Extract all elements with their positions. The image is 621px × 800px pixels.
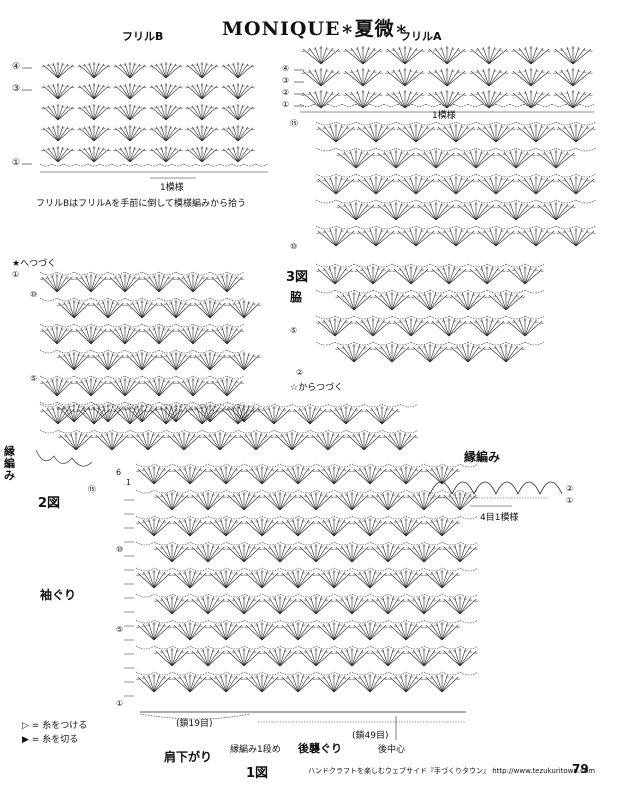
frill-a-chart xyxy=(299,46,595,113)
legend-cut-text: = 糸を切る xyxy=(31,735,79,745)
figure-1-row-10: ⑩ xyxy=(116,545,124,554)
legend-item-attach: ▷ = 糸をつける xyxy=(22,718,87,731)
legend-cut-symbol: ▶ xyxy=(22,735,29,745)
back-neck-label: 後襲ぐり xyxy=(298,742,342,755)
edging-row-2: ② xyxy=(566,484,574,493)
frill-a-row-4: ④ xyxy=(282,64,290,73)
figure-2-top-row: ① xyxy=(12,270,20,279)
chart-annotations xyxy=(22,67,304,165)
edging-chart xyxy=(429,481,563,507)
figure-2-row-5: ⑤ xyxy=(30,374,38,383)
figure-2-label: 2図 xyxy=(38,496,61,511)
frill-b-chart xyxy=(39,62,269,179)
legend-attach-text: = 糸をつける xyxy=(31,721,88,731)
edging-label: 縁編み xyxy=(464,450,501,464)
frill-a-label: フリルA xyxy=(400,30,442,43)
figure-3-side-label: 脇 xyxy=(290,290,303,304)
frill-b-row-3: ③ xyxy=(12,84,21,94)
frill-b-row-1: ① xyxy=(12,158,21,168)
frill-b-repeat-label: 1模様 xyxy=(160,183,184,193)
chain-49-label: (鎖49目) xyxy=(352,731,389,741)
edging-repeat-label: 4目1模様 xyxy=(480,513,519,523)
shoulder-decrease-label: 肩下がり xyxy=(164,750,213,764)
footer-credit: ハンドクラフトを楽しむウェブサイド『手づくりタウン』 http://www.te… xyxy=(308,767,596,775)
figure-3-row-15: ⑮ xyxy=(290,119,298,128)
edging-row-1: ① xyxy=(566,496,574,505)
figure-3-label: 3図 xyxy=(286,270,309,285)
figure-1-chart xyxy=(35,271,479,740)
figure-1-row-5: ⑤ xyxy=(116,625,124,634)
frill-b-row-4: ④ xyxy=(12,62,21,72)
chain-19-label: (鎖19目) xyxy=(176,719,213,729)
figure-2-row-10: ⑩ xyxy=(30,290,38,299)
armhole-label: 袖ぐり xyxy=(40,588,77,602)
frill-a-row-1: ① xyxy=(282,100,290,109)
figure-3-continue-note: ☆からつづく xyxy=(290,383,344,393)
back-center-label: 後中心 xyxy=(378,745,406,755)
figure-1-side-number-1: 1 xyxy=(126,478,132,487)
figure-1-row-1: ① xyxy=(116,699,124,708)
figure-3-bottom-row: ② xyxy=(296,368,304,377)
legend-item-cut: ▶ = 糸を切る xyxy=(22,732,78,745)
legend-attach-symbol: ▷ xyxy=(22,721,29,731)
figure-3-row-10: ⑩ xyxy=(290,242,298,251)
frill-b-note: フリルBはフリルAを手前に倒して模様編みから拾う xyxy=(36,199,247,209)
edging-row1-label: 縁編み1段め xyxy=(230,745,281,755)
frill-a-repeat-label: 1模様 xyxy=(432,111,456,121)
frill-a-row-3: ③ xyxy=(282,76,290,85)
figure-1-side-number-6: 6 xyxy=(116,468,122,477)
figure-3-row-5: ⑤ xyxy=(290,326,298,335)
figure-1-row-15: ⑮ xyxy=(88,485,96,494)
figure-2-edging-label: 縁編み xyxy=(4,445,15,482)
page-title: MONIQUE∗夏微∗ xyxy=(222,18,409,40)
frill-b-label: フリルB xyxy=(122,30,164,43)
figure-3-chart xyxy=(315,121,597,363)
figure-2-continue-note: ★へつづく xyxy=(12,259,57,269)
frill-a-row-2: ② xyxy=(282,88,290,97)
page-number: 79 xyxy=(572,762,589,776)
figure-1-label: 1図 xyxy=(246,766,269,781)
